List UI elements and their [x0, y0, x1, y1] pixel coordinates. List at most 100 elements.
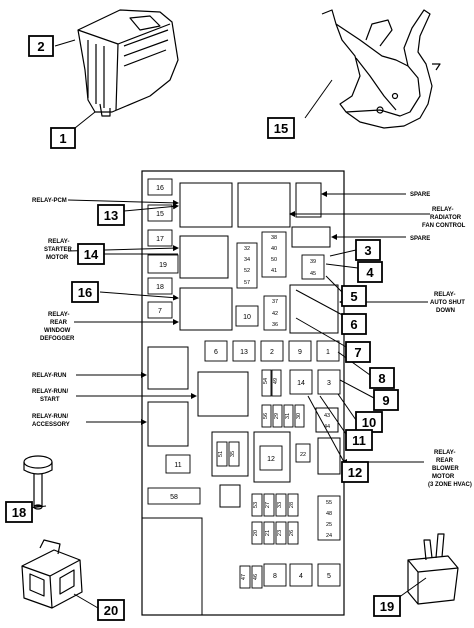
callout-10: 10: [355, 411, 383, 433]
fuse-55: 55: [326, 500, 332, 506]
callout-6: 6: [341, 313, 367, 335]
label-relay-run-start-1: RELAY-RUN/: [32, 389, 68, 395]
fuse-30: 30: [296, 413, 302, 419]
fuse-10: 10: [243, 314, 251, 321]
fuse-6: 6: [214, 349, 218, 356]
label-blower-2: REAR: [436, 458, 454, 464]
callout-20: 20: [97, 599, 125, 621]
fuse-39: 39: [310, 259, 316, 265]
svg-text:10: 10: [362, 415, 376, 430]
block-43-44: [315, 407, 339, 433]
fuse-9: 9: [298, 349, 302, 356]
relay-socket-illustration: [21, 539, 83, 609]
relay-run: [147, 346, 189, 390]
fuse-54: 54: [263, 378, 269, 384]
fuse-1: 1: [326, 349, 330, 356]
svg-text:11: 11: [352, 433, 366, 448]
callout-2: 2: [28, 35, 54, 57]
fuse-7-label: 7: [158, 308, 162, 315]
svg-text:13: 13: [104, 208, 118, 223]
label-relay-run-acc-2: ACCESSORY: [32, 422, 70, 428]
fuse-40: 40: [271, 246, 277, 252]
fuse-18: [147, 277, 173, 295]
fuse-18-label: 18: [156, 284, 164, 291]
label-relay-run-acc-1: RELAY-RUN/: [32, 414, 68, 420]
fuse-12: 12: [267, 456, 275, 463]
fuse-15: [147, 204, 173, 222]
relay-illustration: [407, 533, 459, 605]
relay-rear-defogger: [179, 287, 233, 331]
fuse-4: 4: [299, 573, 303, 580]
fuse-11: 11: [174, 462, 181, 469]
fuse-31: 31: [285, 413, 291, 419]
fuse-19: [147, 254, 179, 274]
relay-spare-2: [291, 226, 331, 248]
left-labels: RELAY-PCM RELAY- STARTER MOTOR RELAY- RE…: [32, 198, 75, 428]
callout-16: 16: [71, 281, 99, 303]
fuse-48: 48: [326, 511, 332, 517]
svg-text:12: 12: [348, 465, 362, 480]
label-blower-3: BLOWER: [432, 466, 459, 472]
relay-spare-1: [295, 182, 322, 218]
svg-text:6: 6: [350, 317, 357, 332]
fuse-29: 29: [274, 413, 280, 419]
svg-text:2: 2: [37, 39, 44, 54]
callout-9: 9: [373, 389, 399, 411]
leader-lines: [67, 191, 430, 465]
right-labels: SPARE RELAY- RADIATOR FAN CONTROL SPARE …: [410, 192, 472, 488]
callout-8: 8: [369, 367, 395, 389]
label-spare-2: SPARE: [410, 236, 430, 242]
fuse-33: 33: [277, 502, 283, 508]
fuse-24: 24: [326, 533, 332, 539]
label-radiator-3: FAN CONTROL: [422, 223, 466, 229]
relay-12-box: [253, 431, 291, 483]
svg-text:4: 4: [366, 265, 374, 280]
fuse-28: 28: [289, 502, 295, 508]
label-relay-starter-3: MOTOR: [46, 255, 69, 261]
callout-5: 5: [341, 285, 367, 307]
svg-text:15: 15: [274, 121, 288, 136]
label-relay-run: RELAY-RUN: [32, 373, 66, 379]
fuse-36: 36: [272, 322, 278, 328]
fuse-17-label: 17: [156, 236, 164, 243]
callout-1: 1: [50, 127, 76, 149]
callout-13: 13: [97, 204, 125, 226]
callout-19: 19: [373, 595, 401, 617]
label-relay-run-start-2: START: [40, 397, 60, 403]
fuse-20: 20: [253, 530, 259, 536]
relay-starter: [179, 235, 229, 279]
svg-text:20: 20: [104, 603, 118, 618]
fuse-cells: 16 15 17 19 18 7 32 34 52 57 38 40 50 41…: [147, 178, 341, 589]
label-relay-starter-1: RELAY-: [48, 239, 69, 245]
fuse-10-box: [235, 305, 259, 327]
fuse-42: 42: [272, 311, 278, 317]
fuse-49: 49: [273, 378, 279, 384]
fuse-14: 14: [297, 380, 305, 387]
fuse-52: 52: [244, 268, 250, 274]
svg-text:14: 14: [84, 247, 99, 262]
fuse-15-label: 15: [156, 211, 164, 218]
svg-text:3: 3: [364, 243, 371, 258]
fuse-7: [147, 301, 173, 319]
fuse-16-label: 16: [156, 185, 164, 192]
fuse-47: 47: [241, 574, 247, 580]
fuse-38: 38: [271, 235, 277, 241]
label-blower-4: MOTOR: [432, 474, 455, 480]
svg-text:19: 19: [380, 599, 394, 614]
label-relay-defog-4: DEFOGGER: [40, 336, 75, 342]
relay-pcm: [179, 182, 233, 228]
callout-14: 14: [77, 243, 105, 265]
bracket-illustration: [321, 9, 441, 129]
fuse-13: 13: [240, 349, 248, 356]
fuse-45: 45: [310, 271, 316, 277]
fuse-5: 5: [327, 573, 331, 580]
fuse-56: 56: [263, 413, 269, 419]
svg-text:7: 7: [354, 345, 361, 360]
fuse-22: 22: [300, 452, 306, 458]
fuse-panel-outline: [141, 170, 345, 616]
callout-7: 7: [345, 341, 371, 363]
relay-radiator-fan: [237, 182, 291, 228]
label-spare-1: SPARE: [410, 192, 430, 198]
fuse-46: 46: [253, 574, 259, 580]
